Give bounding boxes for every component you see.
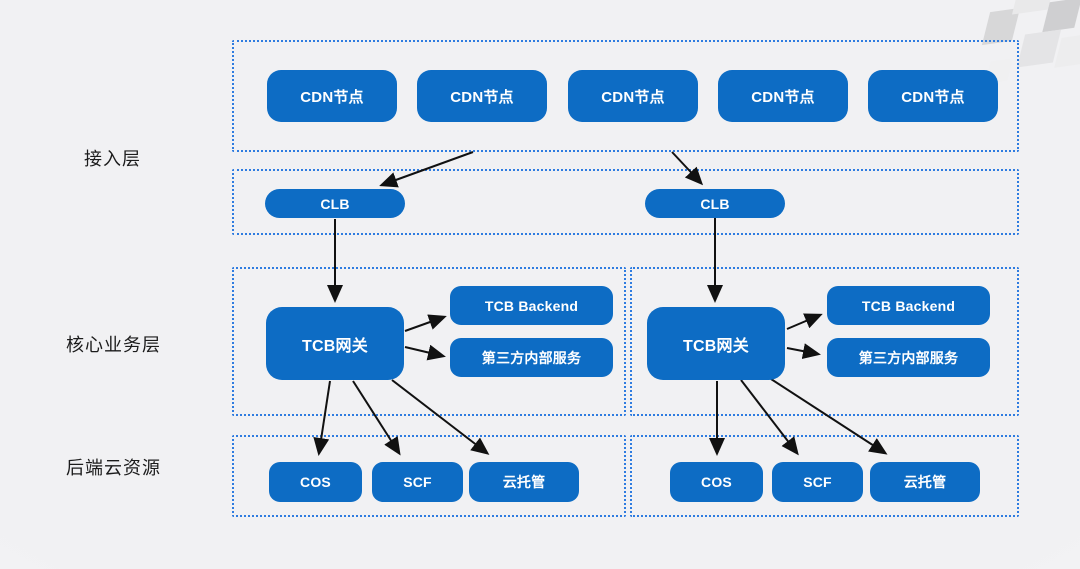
- node-tcb-gateway-1: TCB网关: [266, 307, 404, 380]
- node-cdn-2: CDN节点: [417, 70, 547, 122]
- node-cdn-5: CDN节点: [868, 70, 998, 122]
- node-third-party-2: 第三方内部服务: [827, 338, 990, 377]
- node-cdn-3: CDN节点: [568, 70, 698, 122]
- node-cos-1: COS: [269, 462, 362, 502]
- node-cdn-4: CDN节点: [718, 70, 848, 122]
- layer-label-access: 接入层: [84, 149, 141, 169]
- layer-label-backend: 后端云资源: [66, 458, 161, 478]
- node-tcb-backend-1: TCB Backend: [450, 286, 613, 325]
- layer-label-core: 核心业务层: [66, 335, 161, 355]
- node-hosting-1: 云托管: [469, 462, 579, 502]
- cdn-group-box: [232, 40, 1019, 152]
- node-cos-2: COS: [670, 462, 763, 502]
- node-tcb-backend-2: TCB Backend: [827, 286, 990, 325]
- node-cdn-1: CDN节点: [267, 70, 397, 122]
- decor-shape: [1042, 0, 1080, 33]
- node-third-party-1: 第三方内部服务: [450, 338, 613, 377]
- node-tcb-gateway-2: TCB网关: [647, 307, 785, 380]
- node-hosting-2: 云托管: [870, 462, 980, 502]
- node-clb-1: CLB: [265, 189, 405, 218]
- node-scf-1: SCF: [372, 462, 463, 502]
- decor-shape: [1016, 29, 1062, 68]
- node-scf-2: SCF: [772, 462, 863, 502]
- node-clb-2: CLB: [645, 189, 785, 218]
- clb-group-box: [232, 169, 1019, 235]
